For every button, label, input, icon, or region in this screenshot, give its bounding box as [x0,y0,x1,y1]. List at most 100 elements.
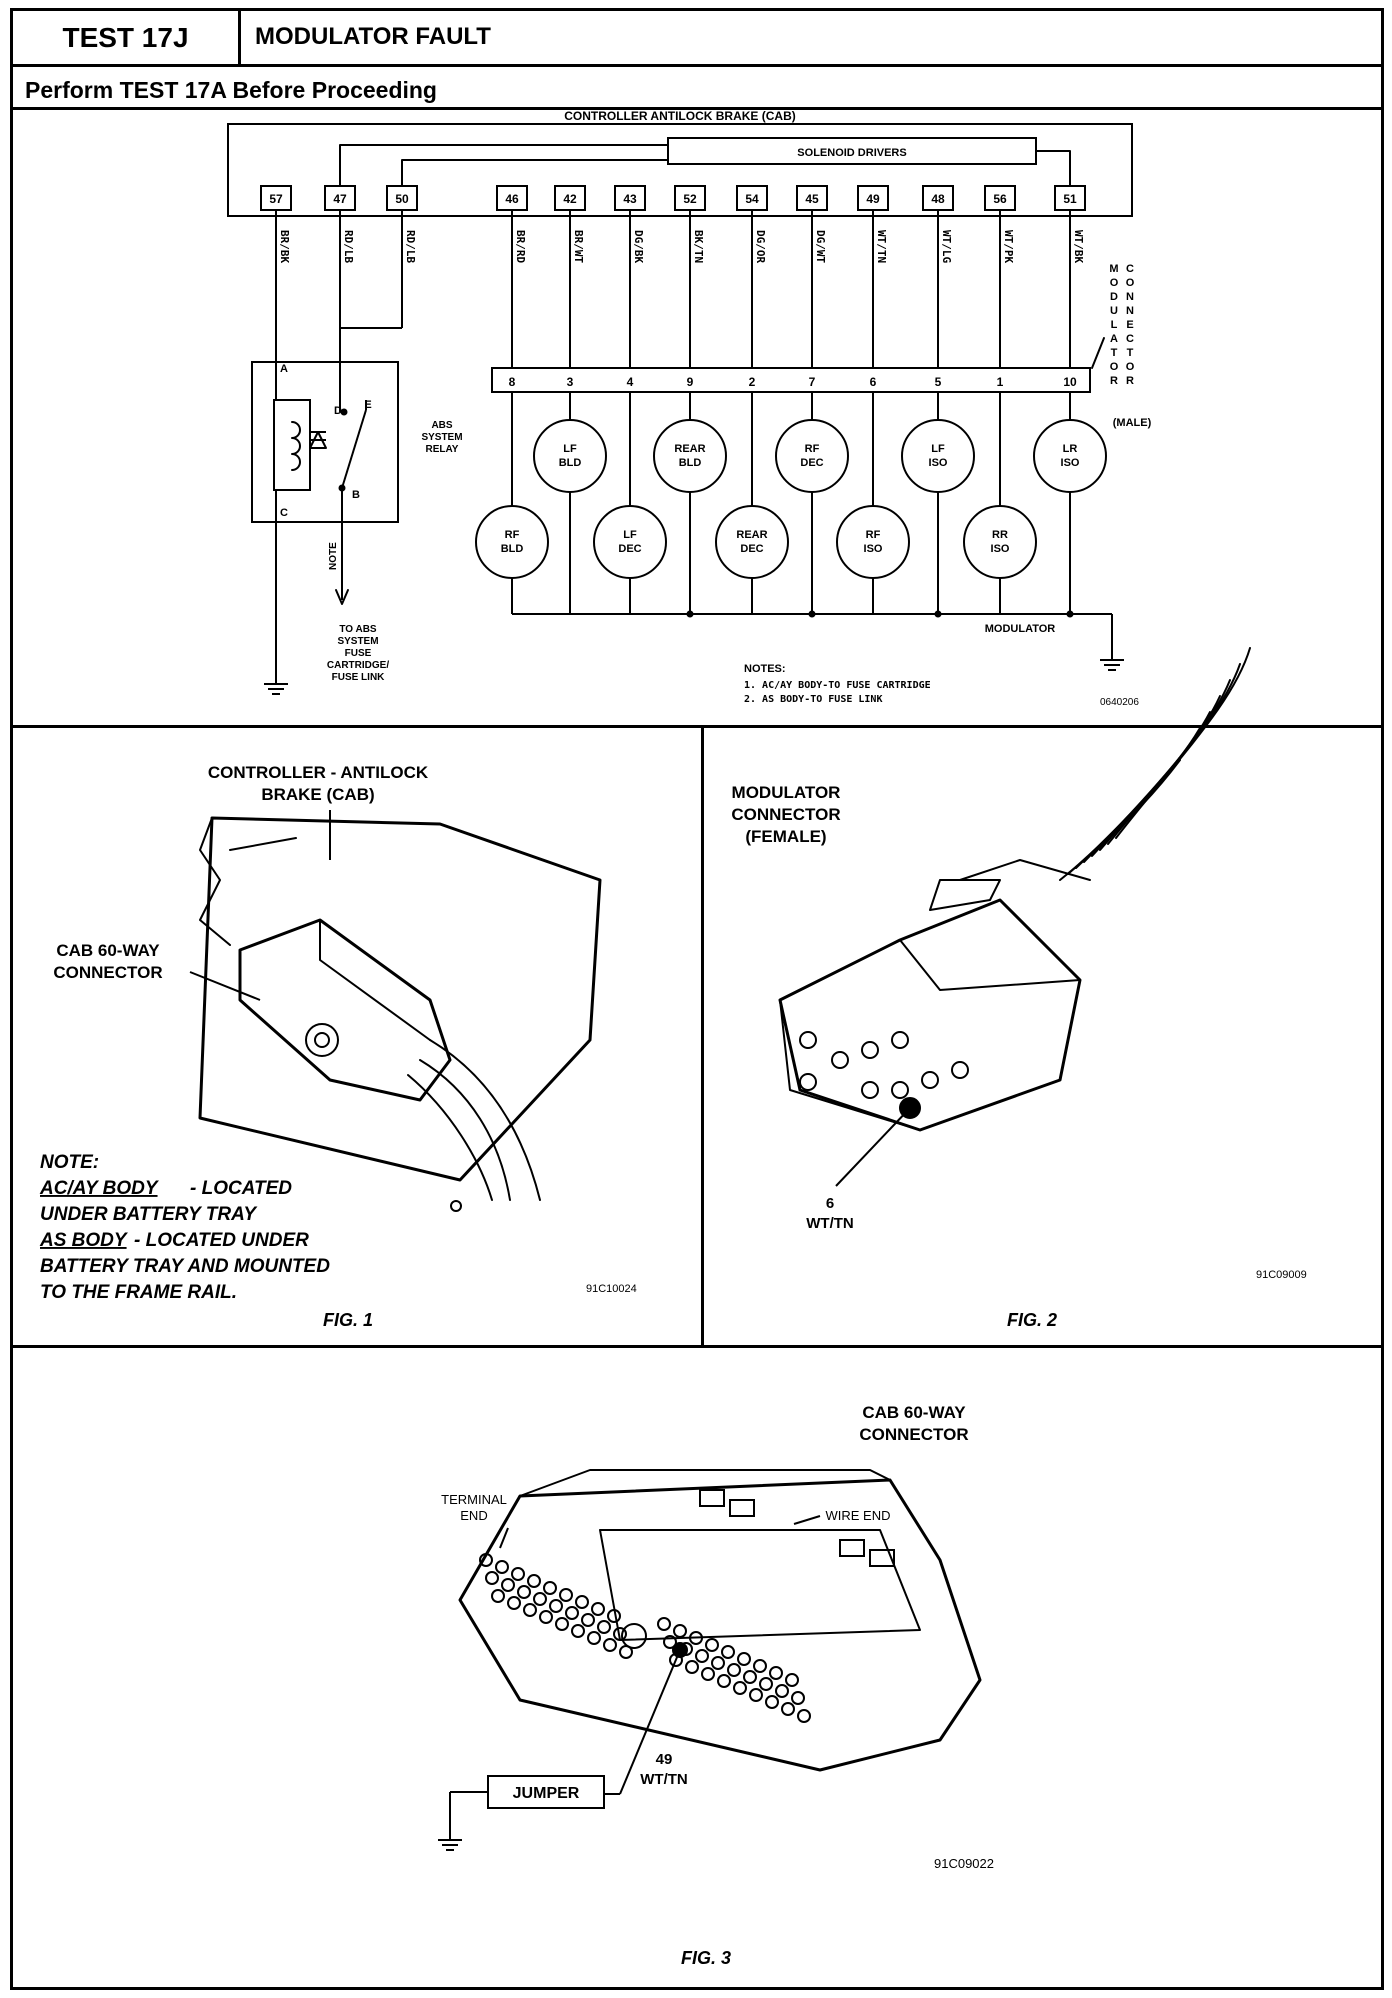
mod-connector-cavity [891,1081,909,1099]
mod-connector-label-char: U [1110,305,1118,317]
cab-terminal-cavity [685,1660,699,1674]
cab-terminal-cavity [597,1620,611,1634]
mod-connector-wire [1075,727,1201,869]
mod-pin-number: 9 [687,375,694,389]
jumper-label: JUMPER [513,1785,580,1802]
cab-wire-color: BR/BK [278,230,291,263]
fig1-code: 91C10024 [586,1283,637,1295]
relay-label-line: RELAY [426,444,459,455]
header-divider [13,64,1381,67]
cab-wire-color: DG/WT [814,230,827,263]
mod-connector-wire [1091,695,1221,857]
cab-pin-number: 51 [1063,192,1077,206]
fig1-note-line: TO THE FRAME RAIL. [40,1282,237,1303]
mod-connector-leader [1091,337,1105,369]
cab-terminal-cavity [765,1695,779,1709]
cab-wire-color: RD/LB [342,230,355,263]
cab-terminal-cavity [533,1592,547,1606]
cab-pin-number: 46 [505,192,519,206]
mod-connector-latch [929,879,1001,911]
mod-connector-label-char: L [1111,319,1118,331]
relay-coil-winding [291,421,301,471]
mod-connector-cavity [799,1031,817,1049]
fuse-label-line: CARTRIDGE/ [327,660,389,671]
cab-connector-tab [839,1539,865,1557]
pin47-internal-line [339,144,669,187]
fig2-title-line: CONNECTOR [731,805,840,824]
cab-terminal-cavity [749,1688,763,1702]
mod-connector-label-char: M [1109,263,1118,275]
mod-connector-label-char: R [1110,375,1118,387]
fig1-note-line: AS BODY [39,1230,129,1251]
schematic-top-divider [13,107,1381,110]
cab-terminal-cavity [485,1571,499,1585]
cab-terminal-cavity [479,1553,493,1567]
cab-connector-edge [319,919,431,1041]
mod-pin-number: 3 [567,375,574,389]
mod-connector-wire [1115,647,1251,839]
note-line: 2. AS BODY-TO FUSE LINK [744,694,882,705]
mod-pin-number: 6 [870,375,877,389]
cab-terminal-cavity [607,1609,621,1623]
relay-box [251,361,399,523]
valve-label-2: DEC [800,457,823,469]
cab-pin-number: 50 [395,192,409,206]
fig2-pin-number: 6 [826,1195,834,1212]
valve-coil-lower [475,505,549,579]
valve-label-1: RF [866,529,881,541]
fig2-code: 91C09009 [1256,1269,1307,1281]
cab-wire-color: RD/LB [404,230,417,263]
valve-label-2: ISO [991,543,1010,555]
wire-harness [419,1059,511,1201]
cab-terminal-cavity [565,1606,579,1620]
cab-terminal-cavity [737,1652,751,1666]
mod-connector-label-char: O [1110,361,1119,373]
fig1-note-line: - LOCATED UNDER [134,1230,309,1251]
cab-terminal-cavity [733,1681,747,1695]
cab-terminal-cavity [603,1638,617,1652]
cab-terminal-cavity [657,1617,671,1631]
fig3-divider [13,1345,1381,1348]
valve-label-1: REAR [736,529,767,541]
cab-center-post [621,1623,647,1649]
connector-bolt [305,1023,339,1057]
cab-connector-top-edge [519,1469,891,1497]
cab-terminal-cavity [717,1674,731,1688]
mod-connector-cavity [861,1081,879,1099]
mod-connector-label-char: C [1126,263,1134,275]
mod-connector-label-char: O [1110,277,1119,289]
mod-connector-cavity [891,1031,909,1049]
modulator-connector-strip [491,367,1091,393]
relay-coil [273,399,311,491]
cab-pin-number: 43 [623,192,637,206]
fig1-note-line: - LOCATED [190,1178,292,1199]
cab-terminal-cavity [527,1574,541,1588]
note-line: 1. AC/AY BODY-TO FUSE CARTRIDGE [744,680,931,691]
cab-pin-number: 48 [931,192,945,206]
cab-wire-color: WT/LG [940,230,953,263]
test-sheet: TEST 17J MODULATOR FAULT Perform TEST 17… [10,8,1384,1990]
cab-terminal-cavity [781,1702,795,1716]
valve-coil-upper [775,419,849,493]
cab-terminal-cavity [613,1627,627,1641]
cab-terminal-cavity [591,1602,605,1616]
cab-terminal-cavity [663,1635,677,1649]
mod-pin-number: 7 [809,375,816,389]
jumper-wire [619,1649,681,1795]
mod-connector-label-char: O [1126,277,1135,289]
valve-label-1: RF [505,529,520,541]
cab-terminal-cavity [501,1578,515,1592]
cab-terminal-cavity [673,1624,687,1638]
mod-connector-label-char: N [1126,291,1134,303]
cab-terminal-cavity [555,1617,569,1631]
cab-terminal-cavity [721,1645,735,1659]
valve-label-1: LF [931,443,945,455]
valve-label-1: LF [623,529,637,541]
cab-terminal-cavity [571,1624,585,1638]
cab-wire-color: BR/RD [514,230,527,263]
fig3-terminal-end-line: TERMINAL [441,1492,507,1507]
cab-wire-color: WT/TN [875,230,888,263]
junction-dot [1066,610,1074,618]
relay-terminal-e: E [364,399,371,411]
